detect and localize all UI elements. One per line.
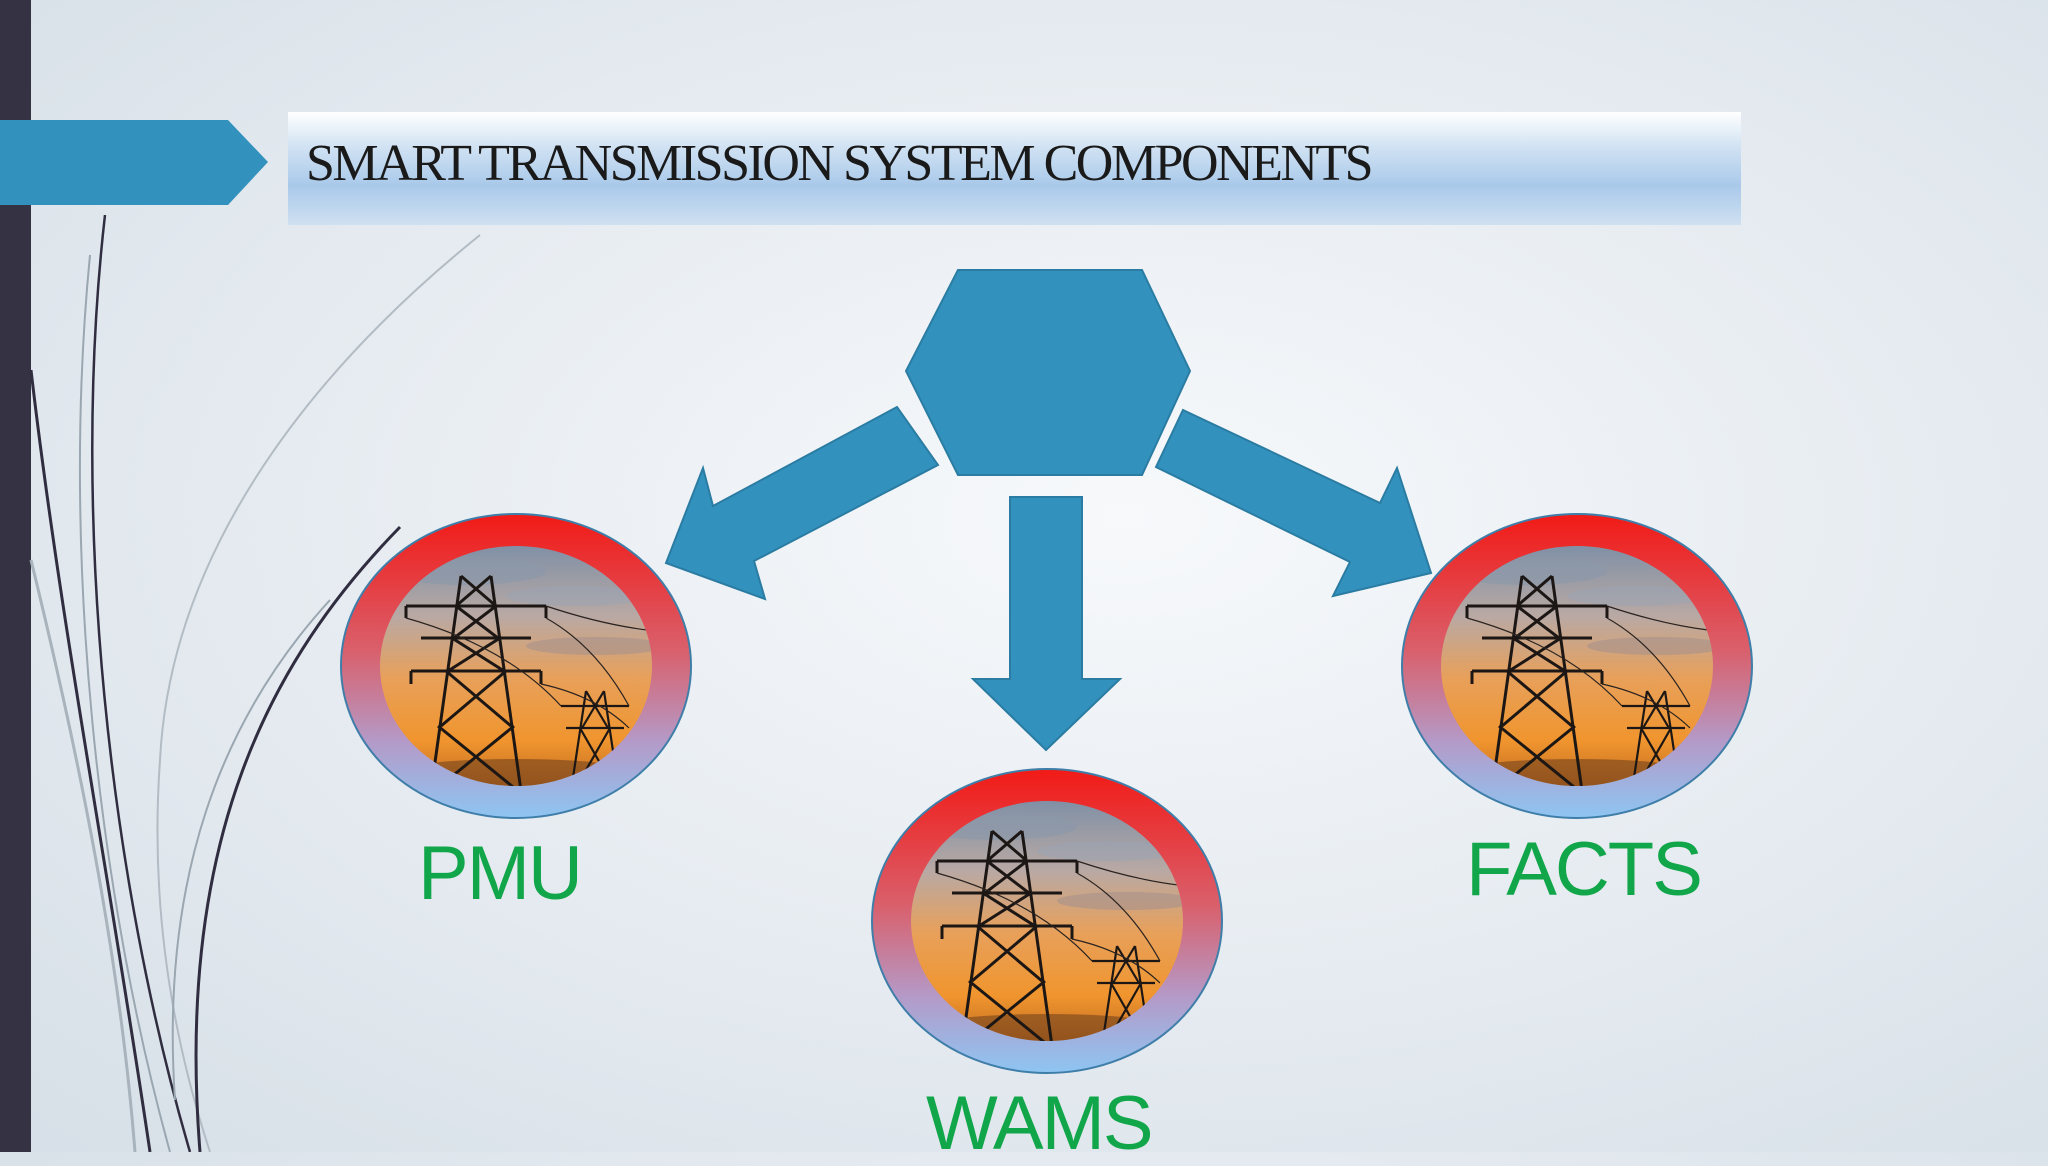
- wams-label: WAMS: [926, 1081, 1154, 1166]
- title-banner: SMART TRANSMISSION SYSTEM COMPONENTS: [288, 112, 1741, 225]
- arrow-to-facts: [1154, 408, 1433, 598]
- pmu-tower-image: [341, 514, 691, 818]
- decorative-curves: [29, 214, 481, 1152]
- center-hexagon: [904, 269, 1192, 476]
- title-arrow-tab: [0, 120, 268, 205]
- slide-title: SMART TRANSMISSION SYSTEM COMPONENTS: [306, 135, 1374, 192]
- wams-tower-image: [872, 769, 1222, 1073]
- facts-tower-image: [1402, 514, 1752, 818]
- facts-label: FACTS: [1466, 827, 1703, 912]
- arrow-to-wams: [970, 496, 1123, 752]
- pmu-label: PMU: [418, 831, 583, 916]
- arrow-to-pmu: [664, 405, 940, 601]
